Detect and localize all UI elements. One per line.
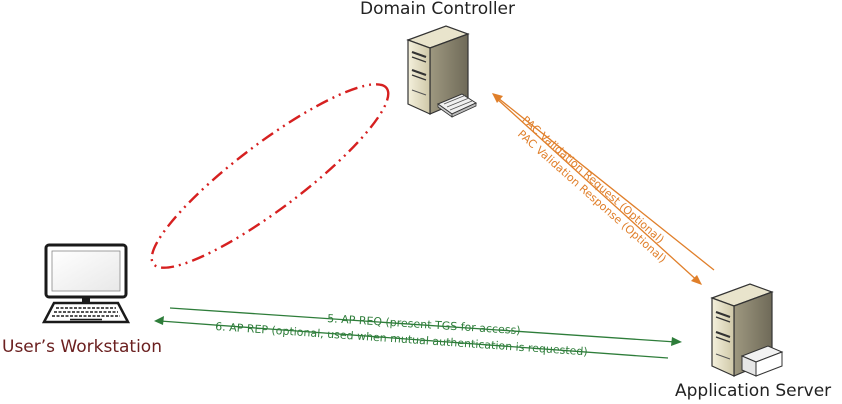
ap-req-arrow bbox=[169, 307, 682, 346]
pac-response-label: PAC Validation Response (Optional) bbox=[515, 128, 669, 266]
workstation-label: User’s Workstation bbox=[2, 337, 162, 357]
connection-ellipse bbox=[150, 83, 390, 269]
pac-validation-request-arrow bbox=[495, 97, 702, 285]
domain-controller-label: Domain Controller bbox=[360, 0, 515, 19]
pac-request-label: PAC Validation Request (Optional) bbox=[519, 114, 667, 247]
application-server-label: Application Server bbox=[675, 381, 832, 401]
domain-controller-server-icon bbox=[406, 25, 478, 118]
pac-validation-response-arrow bbox=[492, 93, 715, 271]
application-server-icon bbox=[710, 283, 784, 377]
ap-rep-arrow bbox=[154, 316, 669, 359]
workstation-computer-icon bbox=[41, 243, 131, 324]
